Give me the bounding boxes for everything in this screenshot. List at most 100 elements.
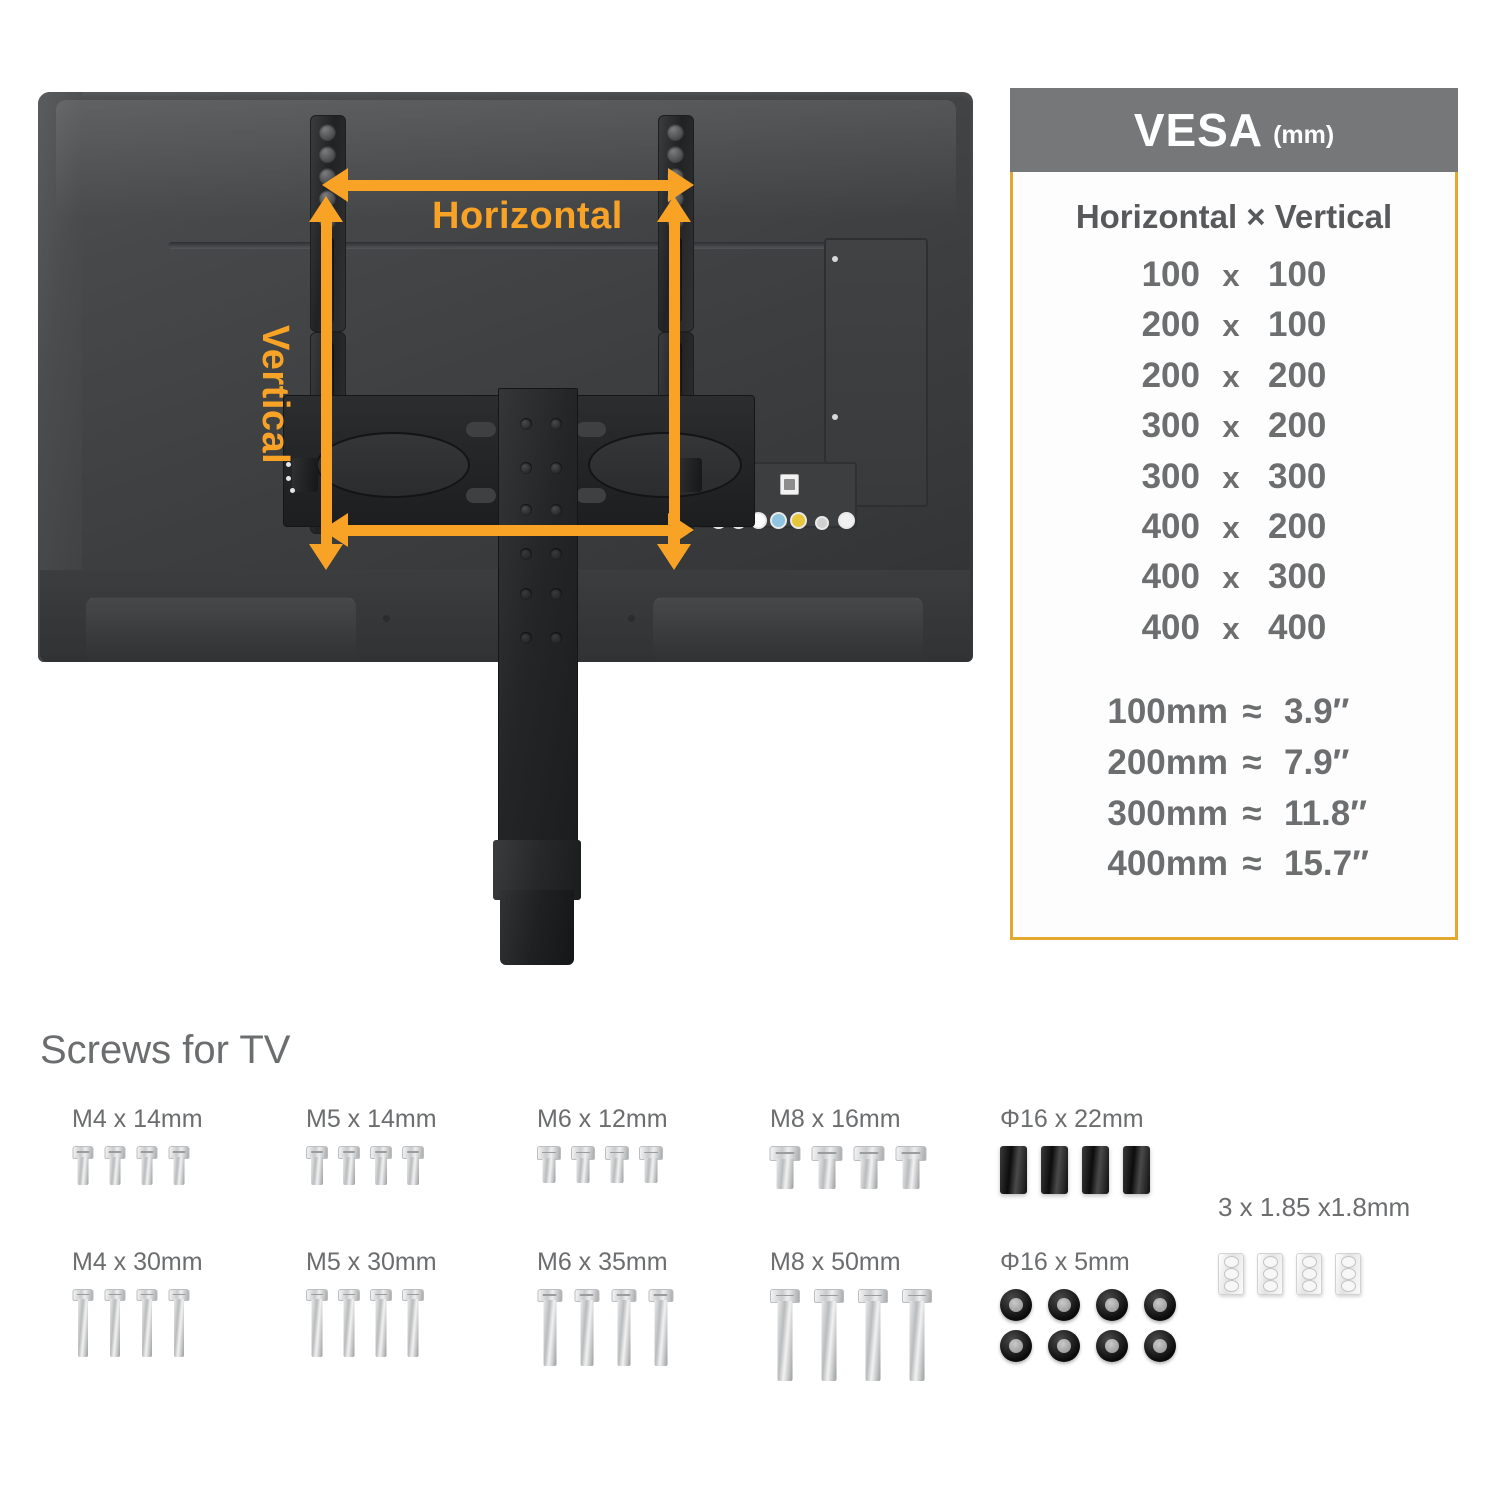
vertical-arrow-head-down-right [657,544,691,570]
screw-icon [574,1289,599,1375]
post-bolt [550,632,562,644]
hardware-group-spacer-22: Φ16 x 22mm [1000,1105,1150,1194]
screw-icon [902,1289,932,1389]
tv-hdmi-label-icon [780,474,799,495]
conversion-row: 100mm ≈ 3.9″ [1013,687,1455,738]
screw-icon [811,1146,843,1196]
spacer-icon [1041,1146,1068,1194]
pattern-horizontal: 300 [1141,406,1200,446]
spacer-icon [1000,1146,1027,1194]
hardware-label: M6 x 35mm [537,1248,668,1276]
hardware-group-m4-14: M4 x 14mm [72,1105,203,1192]
post-bolt [520,462,532,474]
mount-center-post [498,388,578,890]
screw-icon [571,1146,595,1192]
pattern-separator: x [1222,459,1240,495]
shim-icon [1296,1253,1322,1295]
hardware-group-washer: Φ16 x 5mm [1000,1248,1176,1362]
washer-icon [1000,1289,1032,1321]
hardware-items [1000,1146,1150,1194]
conversion-mm: 100mm [1107,692,1228,732]
pattern-separator: x [1222,358,1240,394]
conversion-inch: 7.9″ [1284,742,1350,782]
bracket-slot [576,488,606,503]
horizontal-dimension-label: Horizontal [432,195,623,237]
approx-symbol: ≈ [1242,844,1262,884]
washer-icon [1144,1330,1176,1362]
post-bolt [520,504,532,516]
power-port [838,512,855,529]
vesa-pattern-row: 400 x 200 [1013,502,1455,552]
washer-icon [1000,1330,1032,1362]
hardware-items [1218,1253,1410,1295]
bracket-oval-cutout-left [316,432,470,498]
pattern-vertical: 300 [1268,456,1327,496]
screw-icon [338,1289,360,1365]
pattern-vertical: 100 [1268,255,1327,294]
tv-top-highlight [56,100,956,220]
pattern-separator: x [1222,560,1240,596]
washer-icon [1144,1289,1176,1321]
vesa-pattern-row: 200 x 100 [1013,300,1455,350]
pattern-separator: x [1222,409,1240,445]
av-port-yellow [790,512,807,529]
screw-icon [72,1289,94,1365]
shim-icon [1257,1253,1283,1295]
vesa-pattern-row: 100 x 100 [1013,250,1455,300]
screw-icon [72,1146,94,1192]
screw-icon [402,1146,424,1192]
bracket-slot [576,422,606,437]
tv-foot-left [86,597,356,660]
bracket-oval-cutout-right [588,432,742,498]
pattern-horizontal: 400 [1141,557,1200,597]
screw-icon [605,1146,629,1192]
approx-symbol: ≈ [1242,742,1262,782]
post-bolt [520,418,532,430]
pattern-horizontal: 400 [1141,607,1200,647]
pattern-vertical: 200 [1268,406,1327,446]
tv-foot-right [653,597,923,660]
screw-icon [537,1289,562,1375]
pattern-separator: x [1222,509,1240,545]
unit-conversion-list: 100mm ≈ 3.9″ 200mm ≈ 7.9″ 300mm ≈ 11.8″ … [1013,687,1455,890]
hardware-items [537,1146,668,1192]
screw-icon [814,1289,844,1389]
av-port-gray [815,516,829,530]
spacer-icon [1082,1146,1109,1194]
screw-icon [770,1289,800,1389]
hardware-label: 3 x 1.85 x1.8mm [1218,1192,1411,1222]
approx-symbol: ≈ [1242,793,1262,833]
pattern-vertical: 200 [1268,355,1327,395]
tv-screw-dot [628,615,635,622]
post-bolt [550,588,562,600]
pattern-separator: x [1222,258,1240,293]
tv-screw-dot [383,615,390,622]
washer-icon [1096,1289,1128,1321]
hardware-group-m5-14: M5 x 14mm [306,1105,437,1192]
washer-icon [1048,1330,1080,1362]
hardware-label: Φ16 x 22mm [1000,1105,1144,1133]
hardware-label: M4 x 14mm [72,1105,203,1133]
pattern-vertical: 200 [1268,506,1327,546]
vesa-pattern-row: 200 x 200 [1013,351,1455,401]
shim-icon [1335,1253,1361,1295]
spacer-icon [1123,1146,1150,1194]
post-bolt [520,588,532,600]
hardware-items [769,1146,927,1196]
conversion-row: 200mm ≈ 7.9″ [1013,738,1455,789]
mount-hinge-left [292,458,318,492]
vesa-unit-label: (mm) [1273,120,1335,149]
hardware-items [72,1289,203,1365]
screw-icon [306,1289,328,1365]
post-bolt [550,504,562,516]
hardware-group-m5-30: M5 x 30mm [306,1248,437,1365]
washer-icon [1096,1330,1128,1362]
vertical-dimension-label: Vertical [254,325,296,465]
pattern-vertical: 300 [1268,557,1327,597]
vertical-arrow-shaft-left [321,222,332,544]
pattern-horizontal: 200 [1141,355,1200,395]
vertical-arrow-shaft-right [669,222,680,544]
vesa-pattern-row: 300 x 300 [1013,452,1455,502]
horizontal-arrow-shaft [348,180,668,191]
